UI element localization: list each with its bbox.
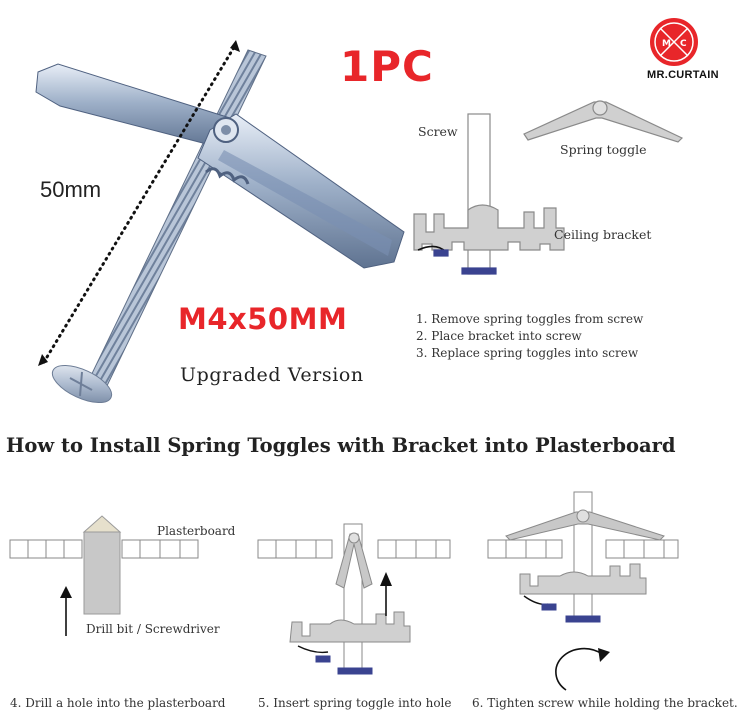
- install-step-5: 5. Insert spring toggle into hole: [258, 696, 452, 710]
- product-illustration: M C: [9, 16, 700, 691]
- svg-text:M: M: [662, 39, 671, 49]
- plasterboard-label: Plasterboard: [157, 524, 236, 538]
- install-step-4: 4. Drill a hole into the plasterboard: [10, 696, 226, 710]
- install-diagram-4: [9, 515, 199, 636]
- tool-label: Drill bit / Screwdriver: [86, 622, 220, 636]
- svg-text:C: C: [680, 39, 687, 49]
- parts-step-1: 1. Remove spring toggles from screw: [416, 312, 644, 326]
- parts-step-3: 3. Replace spring toggles into screw: [416, 346, 639, 360]
- parts-diagram: [413, 100, 684, 275]
- spring-toggle-label: Spring toggle: [560, 142, 647, 157]
- install-title: How to Install Spring Toggles with Brack…: [6, 434, 676, 457]
- install-diagram-6: [487, 491, 679, 691]
- parts-step-2: 2. Place bracket into screw: [416, 329, 582, 343]
- up-arrow-icon: [380, 572, 392, 586]
- bracket-shape: [289, 611, 411, 643]
- length-label: 50mm: [40, 177, 102, 202]
- brand-logo: M C: [648, 16, 700, 68]
- brand-name: MR.CURTAIN: [647, 69, 719, 81]
- toggle-bolt-image: [35, 49, 405, 404]
- up-arrow-icon: [60, 586, 72, 598]
- ceiling-bracket-label: Ceiling bracket: [554, 227, 652, 242]
- rotate-arrow-icon: [555, 647, 603, 691]
- screw-label: Screw: [418, 124, 458, 139]
- length-dimension-line: [38, 40, 240, 366]
- folded-toggle-shape: [335, 533, 373, 589]
- toggle-wing-left: [35, 63, 231, 149]
- bracket-shape: [519, 563, 647, 595]
- size-label: M4x50MM: [178, 302, 348, 336]
- drill-bit-shape: [83, 531, 121, 615]
- ceiling-bracket-shape: [413, 204, 565, 251]
- parts-steps-list: 1. Remove spring toggles from screw 2. P…: [416, 311, 643, 362]
- install-diagram-5: [257, 523, 451, 675]
- spring-coil: [205, 167, 250, 185]
- version-label: Upgraded Version: [180, 364, 364, 386]
- install-step-6: 6. Tighten screw while holding the brack…: [472, 696, 738, 710]
- quantity-label: 1PC: [340, 42, 434, 91]
